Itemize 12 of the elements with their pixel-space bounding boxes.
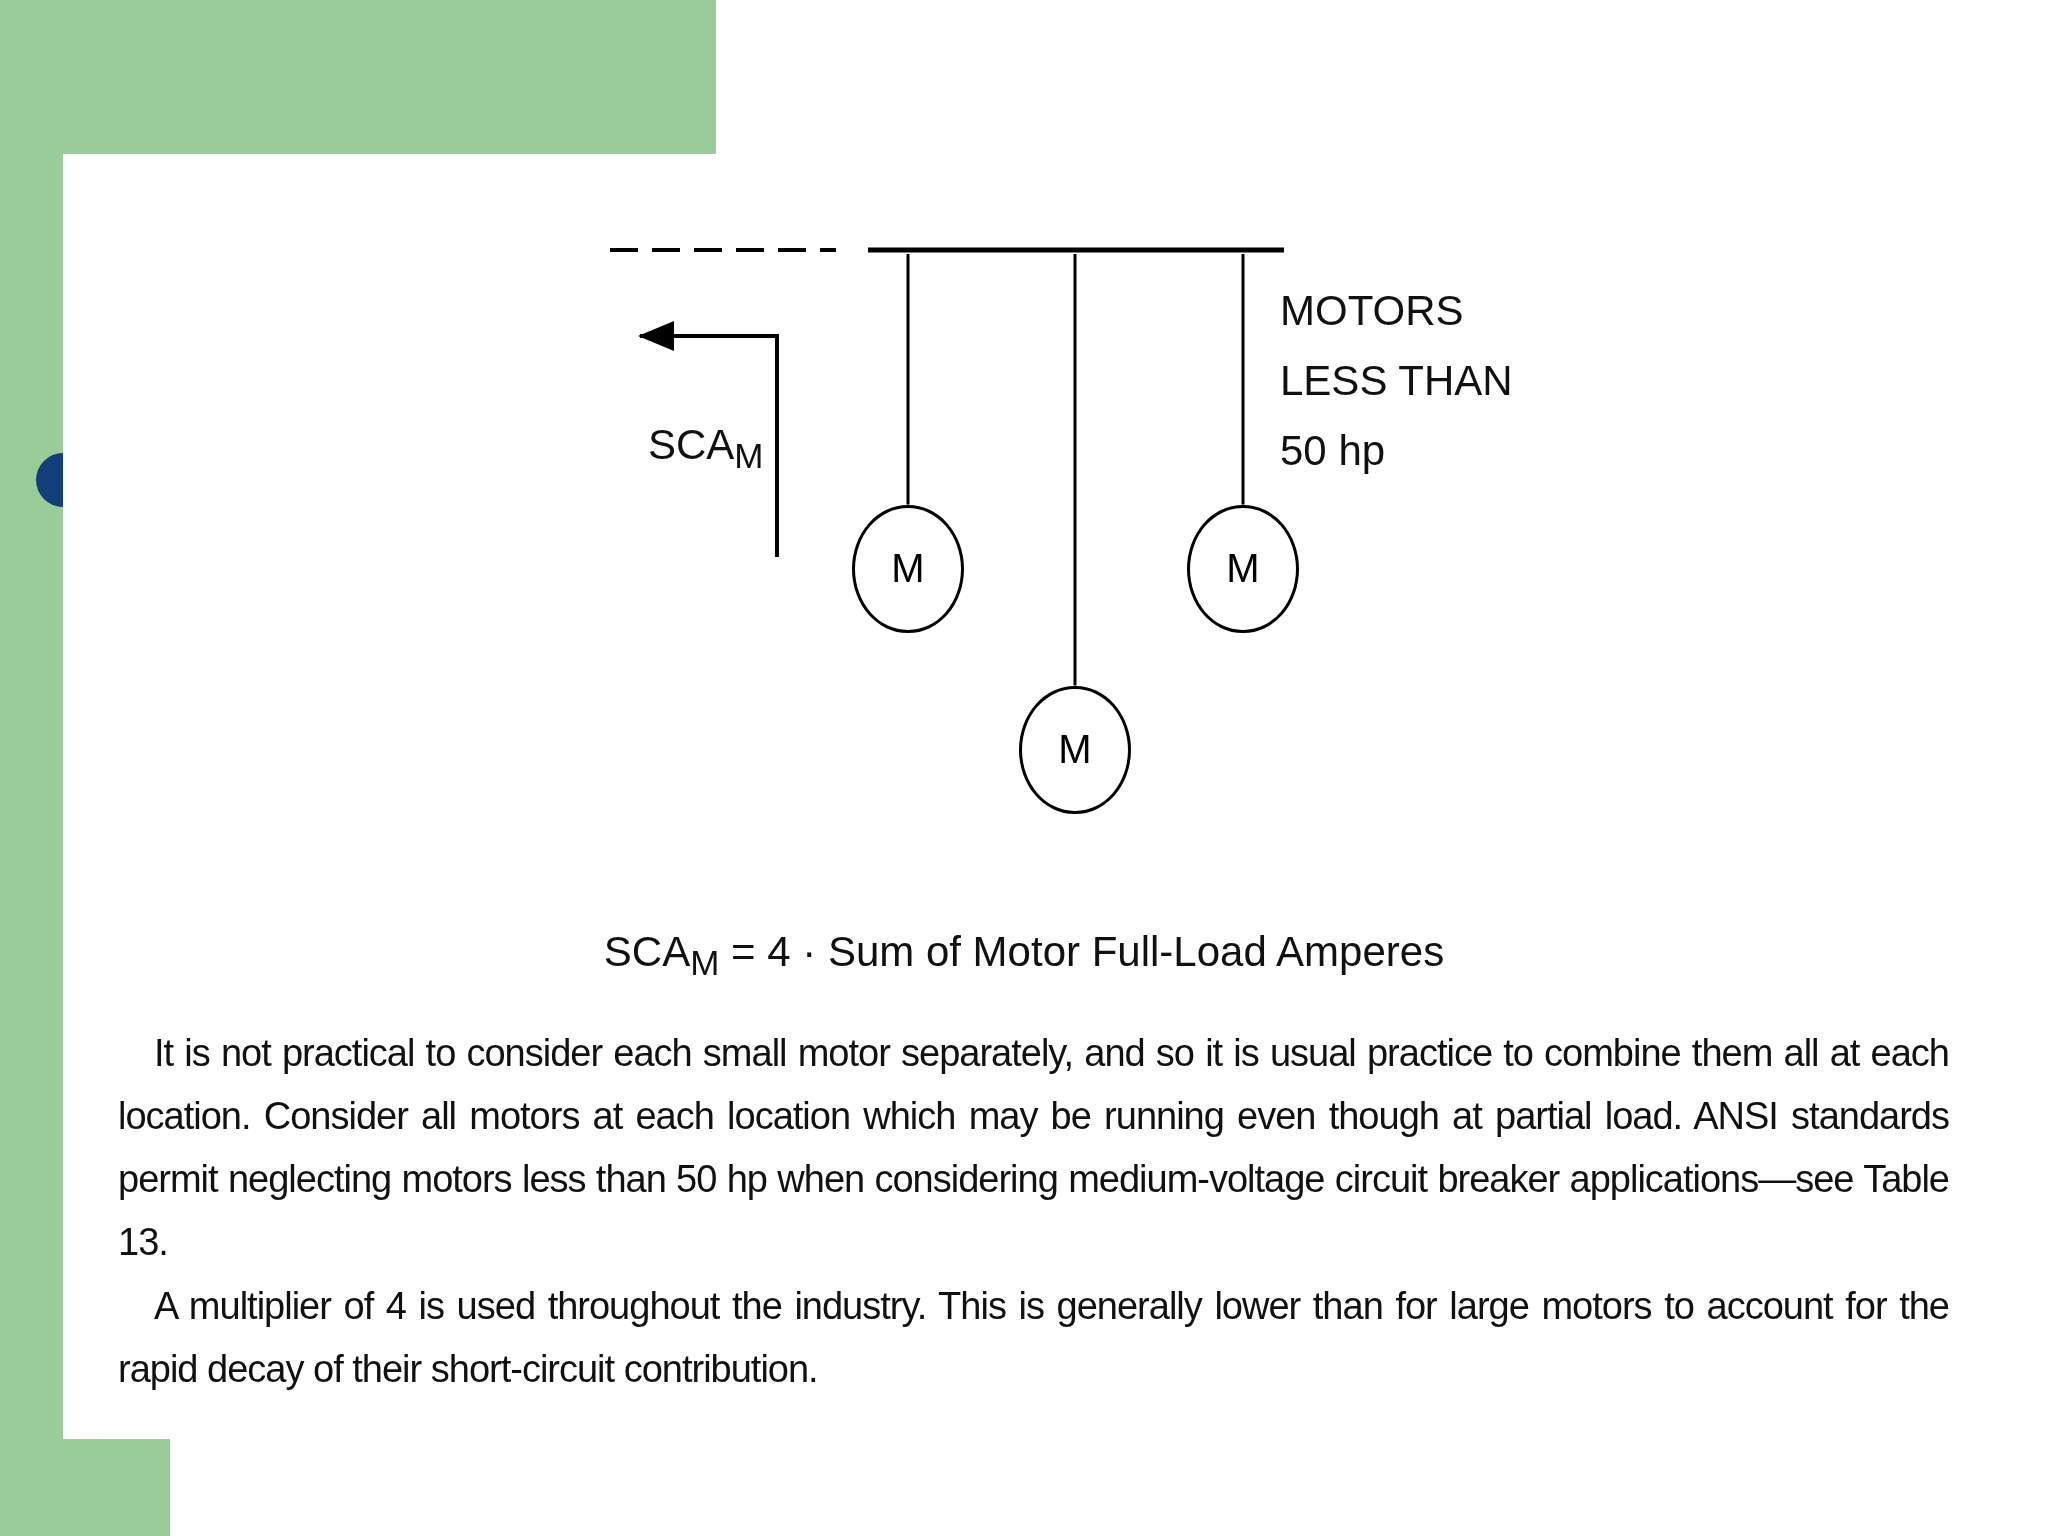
bus-bar [610, 246, 1284, 254]
motor-label: M [1226, 546, 1260, 592]
formula: SCA$_{M}$ = 4 · Sum of Motor Full-Load Amperes [602, 927, 1446, 985]
motor-label: M [1058, 727, 1092, 773]
motor-label: M [891, 546, 925, 592]
current-label: SCA$_{M}$ [648, 420, 764, 478]
connection-line [1073, 254, 1077, 686]
body-paragraph: A multiplier of 4 is used throughout the industry. This is generally lower than for large motors to account for the rapid decay of their short-circuit contribution. [118, 1284, 1949, 1392]
body-paragraph: It is not practical to consider each small motor separately, and so it is usual practice to combine them all at each location. Consider all motors at each location which may be running even though at partial load. ANSI standards permit neglecting motors less than 50 hp when considering medium-voltage circuit breaker applications—see Table 13. [118, 1031, 1949, 1265]
connection-line [1241, 254, 1245, 505]
connection-line [906, 254, 910, 505]
group-note: MOTORS LESS THAN 50 hp [1280, 286, 1514, 476]
